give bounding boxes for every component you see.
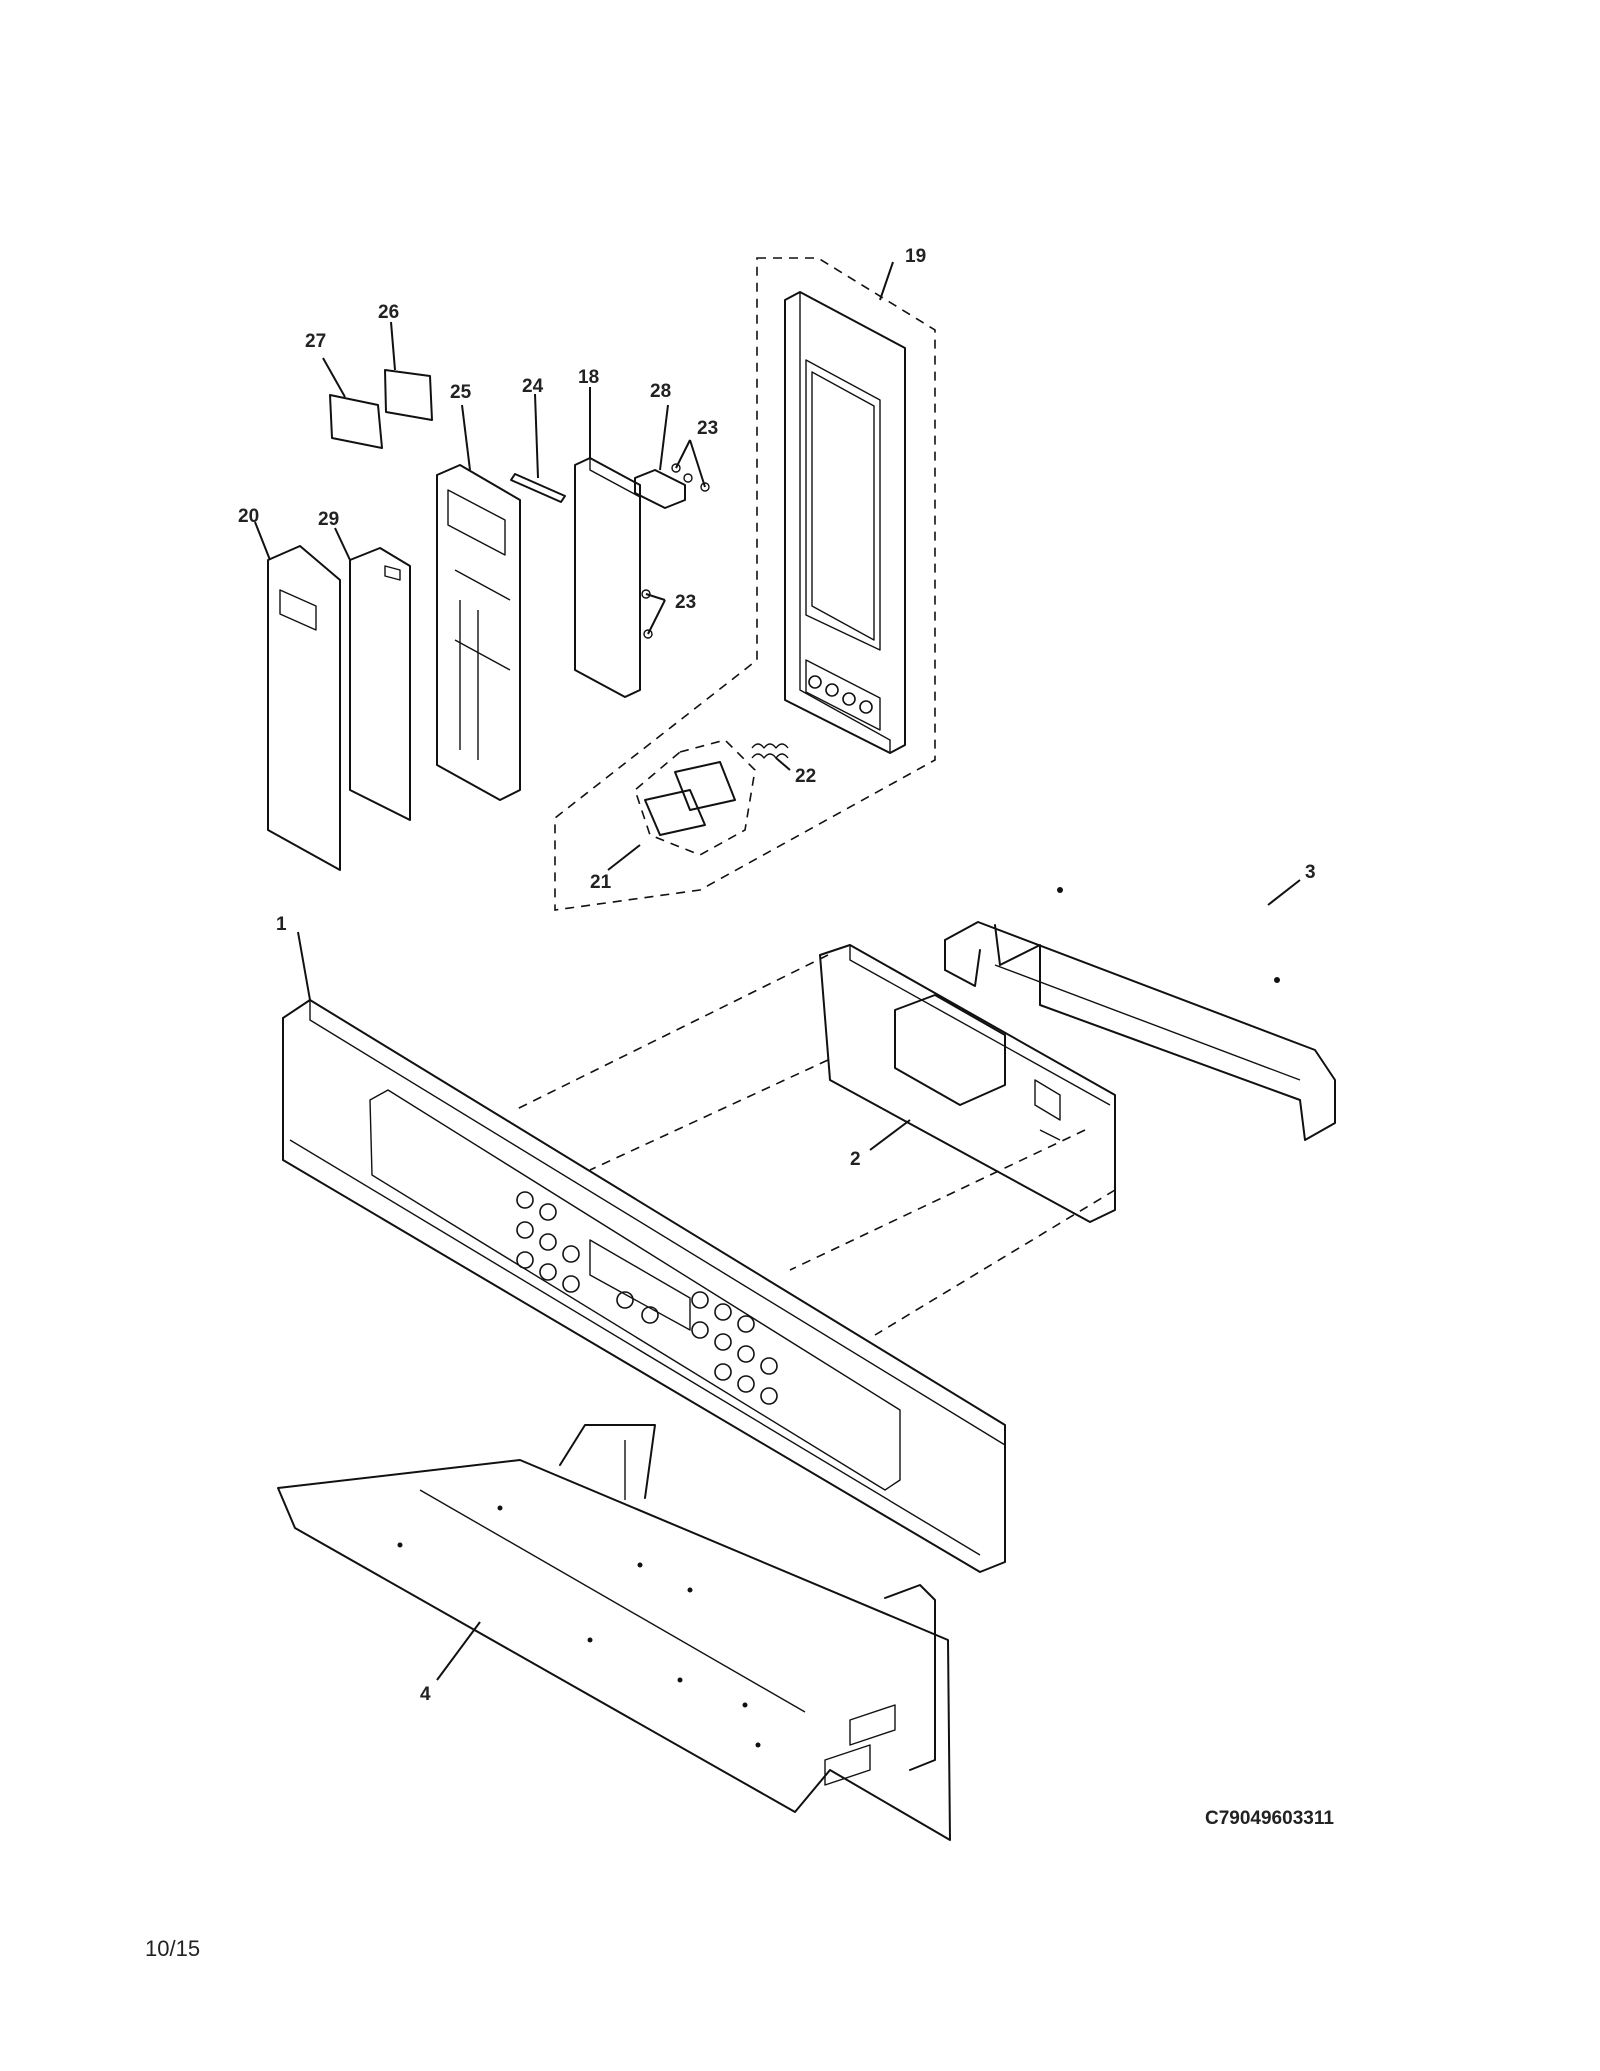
callout-3: 3: [1305, 862, 1316, 883]
part-4-bottom-bracket: [277, 1424, 951, 1841]
part-28-bracket: [634, 469, 686, 509]
part-20-overlay: [267, 545, 341, 871]
alignment-lines: [514, 954, 1116, 1336]
callout-28: 28: [650, 381, 671, 402]
callout-27: 27: [305, 331, 326, 352]
callout-29: 29: [318, 509, 339, 530]
part-27-lens: [329, 394, 383, 449]
callout-26: 26: [378, 302, 399, 323]
part-3-trim: [944, 887, 1336, 1141]
part-1-fascia: [282, 999, 1006, 1573]
callout-2: 2: [850, 1149, 861, 1170]
callout-21: 21: [590, 872, 612, 893]
drawing-code: C79049603311: [1205, 1808, 1334, 1829]
part-24-rod: [510, 473, 566, 503]
callout-4: 4: [420, 1684, 431, 1705]
part-22-spring: [751, 743, 789, 759]
leader-lines: [254, 261, 1301, 1681]
part-25-bracket: [436, 464, 521, 801]
callout-1: 1: [276, 914, 287, 935]
callout-24: 24: [522, 376, 544, 397]
part-23-screws: [641, 463, 710, 639]
part-26-label: [384, 369, 433, 421]
callout-19: 19: [905, 246, 926, 267]
callout-labels: 1 2 3 4 18 19 20 21 22 23 23 24 25 26 27…: [238, 246, 1316, 1705]
callout-18: 18: [578, 367, 599, 388]
callout-25: 25: [450, 382, 472, 403]
callout-20: 20: [238, 506, 259, 527]
callout-22: 22: [795, 766, 816, 787]
part-29-membrane: [349, 547, 411, 821]
part-21-button-set: [634, 739, 756, 856]
callout-23-top: 23: [697, 418, 718, 439]
part-19-panel-frame: [554, 257, 936, 911]
part-18-board: [574, 457, 641, 698]
callout-23-mid: 23: [675, 592, 696, 613]
part-2-controller: [819, 944, 1116, 1223]
page-number: 10/15: [145, 1936, 201, 1961]
